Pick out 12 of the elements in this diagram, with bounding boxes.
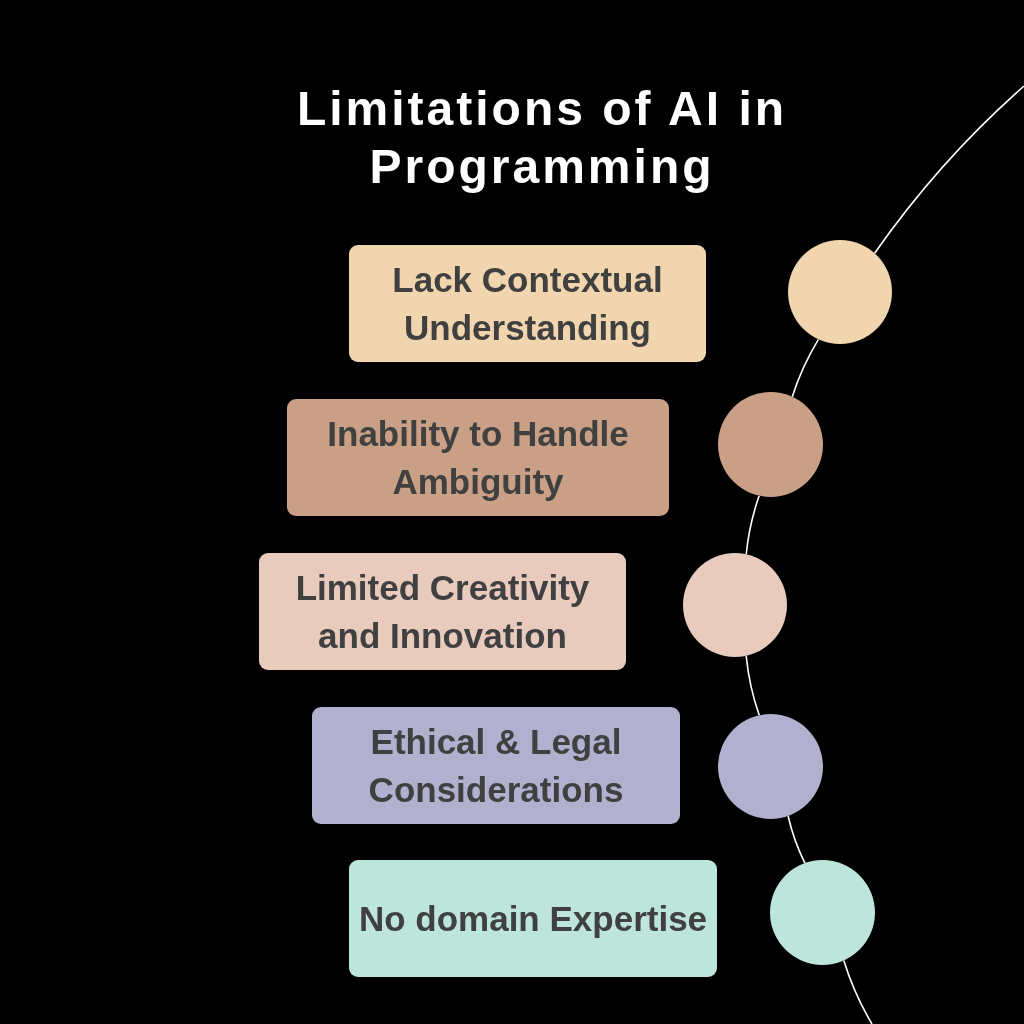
- connector-line: [787, 815, 806, 864]
- connector-line: [745, 655, 761, 716]
- connector-line: [873, 85, 1024, 254]
- label-card: No domain Expertise: [349, 860, 717, 977]
- connector-line: [843, 959, 873, 1024]
- label-card: Lack Contextual Understanding: [349, 245, 706, 362]
- connector-line: [745, 494, 760, 556]
- label-card: Ethical & Legal Considerations: [312, 707, 680, 824]
- connector-line: [791, 338, 820, 398]
- title: Limitations of AI in Programming: [295, 81, 789, 195]
- label-card: Inability to Handle Ambiguity: [287, 399, 669, 516]
- label-card: Limited Creativity and Innovation: [259, 553, 626, 670]
